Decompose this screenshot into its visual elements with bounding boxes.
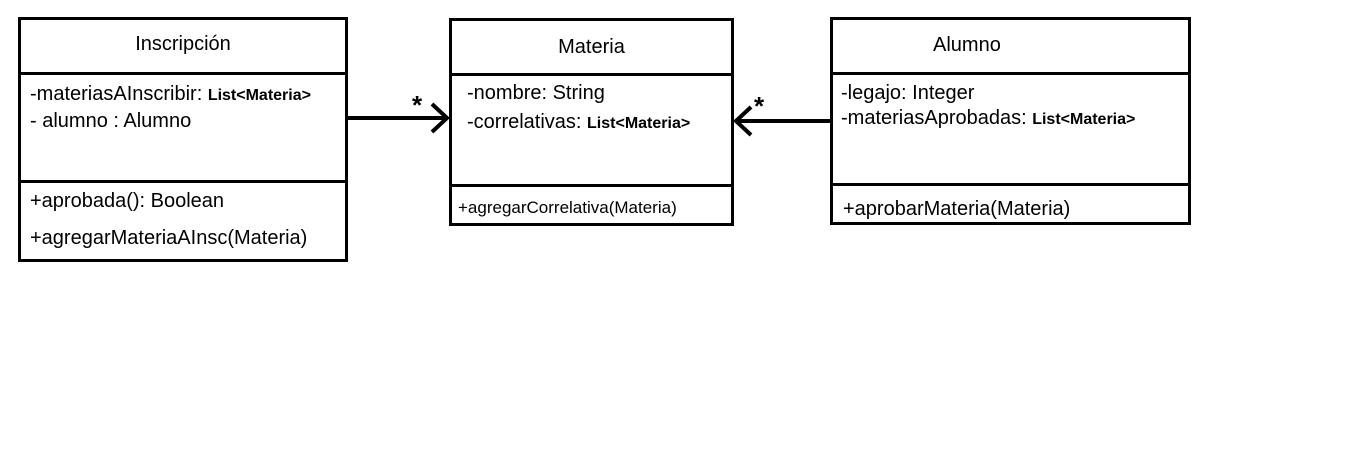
class-materia-divider-2 bbox=[452, 184, 731, 187]
attr-correlativas: -correlativas: List<Materia> bbox=[467, 111, 691, 133]
class-materia-divider-1 bbox=[452, 73, 731, 76]
multiplicity-alumno-materia: * bbox=[754, 91, 765, 121]
multiplicity-inscripcion-materia: * bbox=[412, 90, 423, 120]
attr-materias-a-inscribir: -materiasAInscribir: List<Materia> bbox=[30, 83, 311, 105]
class-alumno-divider-2 bbox=[833, 183, 1188, 186]
class-alumno: Alumno -legajo: Integer -materiasAprobad… bbox=[830, 17, 1191, 225]
class-alumno-divider-1 bbox=[833, 72, 1188, 75]
attr-materias-aprobadas: -materiasAprobadas: List<Materia> bbox=[841, 107, 1136, 129]
class-inscripcion-divider-2 bbox=[21, 180, 345, 183]
association-alumno-materia bbox=[733, 105, 830, 137]
attr-legajo: -legajo: Integer bbox=[841, 82, 975, 104]
method-aprobada: +aprobada(): Boolean bbox=[30, 190, 225, 212]
class-inscripcion-divider-1 bbox=[21, 72, 345, 75]
class-alumno-name: Alumno bbox=[933, 34, 1001, 56]
method-agregar-correlativa: +agregarCorrelativa(Materia) bbox=[458, 198, 677, 217]
class-inscripcion: Inscripción -materiasAInscribir: List<Ma… bbox=[18, 17, 348, 262]
association-inscripcion-materia bbox=[348, 102, 450, 134]
method-aprobar-materia: +aprobarMateria(Materia) bbox=[843, 198, 1071, 220]
attr-alumno: - alumno : Alumno bbox=[30, 110, 192, 132]
class-materia: Materia -nombre: String -correlativas: L… bbox=[449, 18, 734, 226]
attr-nombre: -nombre: String bbox=[467, 82, 605, 104]
class-inscripcion-name: Inscripción bbox=[135, 33, 231, 55]
method-agregar-materia-a-insc: +agregarMateriaAInsc(Materia) bbox=[30, 227, 308, 249]
class-materia-name: Materia bbox=[558, 36, 625, 58]
